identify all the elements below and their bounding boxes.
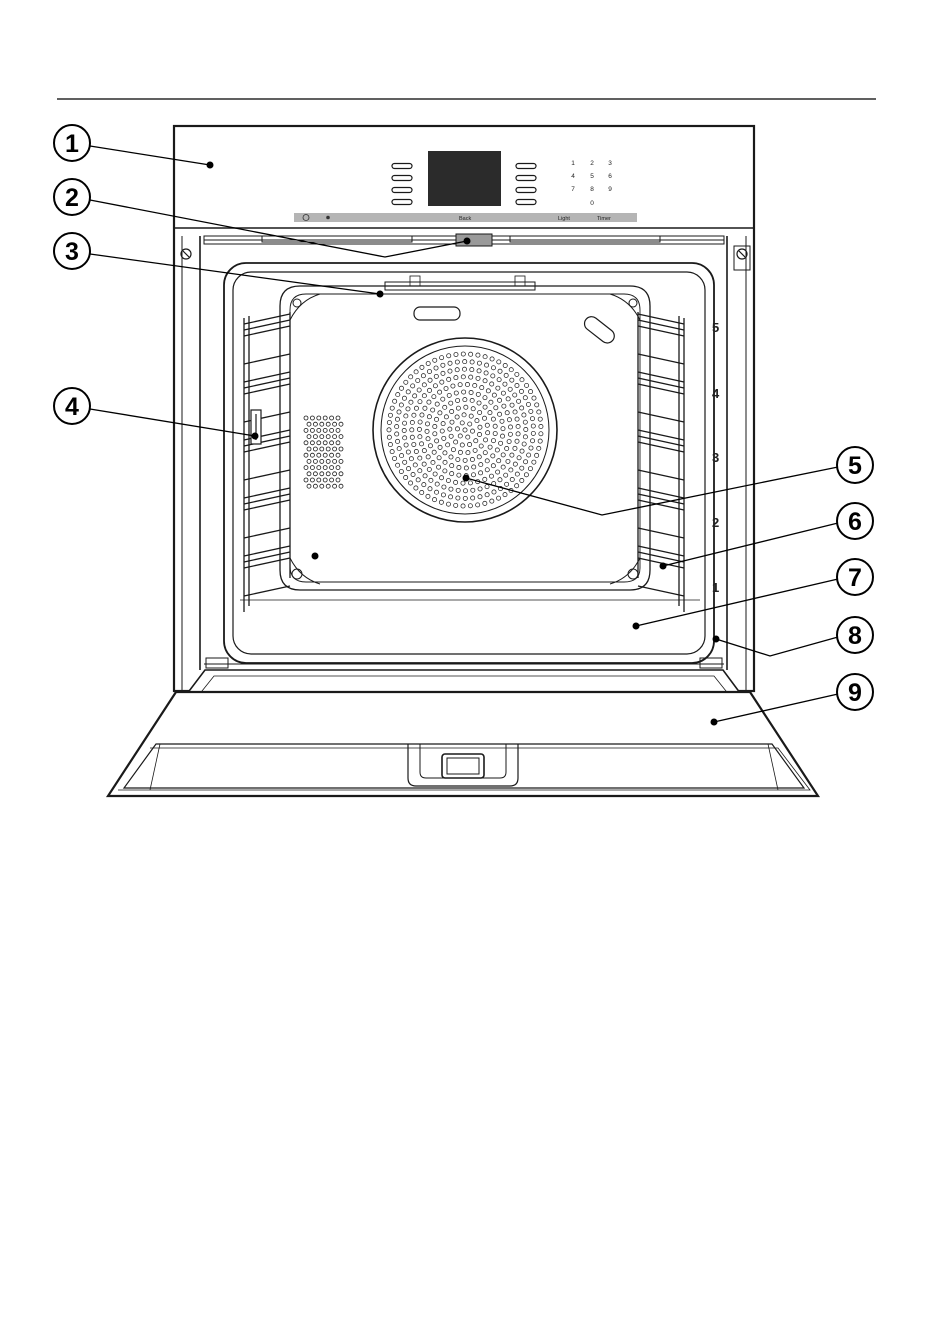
callout-2: 2: [54, 179, 90, 215]
svg-text:6: 6: [848, 508, 862, 536]
callout-1: 1: [54, 125, 90, 161]
keypad-key-7: 7: [571, 186, 575, 193]
keypad-key-6: 6: [608, 173, 612, 180]
svg-text:7: 7: [848, 564, 862, 592]
shelf-level-3: 3: [712, 450, 719, 465]
callout-3: 3: [54, 233, 90, 269]
callout-6: 6: [837, 503, 873, 539]
shelf-level-5: 5: [712, 320, 719, 335]
timer-label: Timer: [597, 216, 611, 222]
svg-text:1: 1: [65, 130, 79, 158]
keypad-key-2: 2: [590, 160, 594, 167]
keypad-key-9: 9: [608, 186, 612, 193]
callout-9: 9: [837, 674, 873, 710]
callout-7: 7: [837, 559, 873, 595]
keypad-key-8: 8: [590, 186, 594, 193]
callout-8: 8: [837, 617, 873, 653]
keypad-key-3: 3: [608, 160, 612, 167]
shelf-level-2: 2: [712, 515, 719, 530]
back-label: Back: [459, 216, 471, 222]
svg-text:5: 5: [848, 452, 862, 480]
keypad-key-4: 4: [571, 173, 575, 180]
keypad-key-1: 1: [571, 160, 575, 167]
keypad-key-5: 5: [590, 173, 594, 180]
shelf-level-1: 1: [712, 580, 719, 595]
light-label: Light: [558, 216, 570, 222]
svg-text:9: 9: [848, 679, 862, 707]
svg-text:2: 2: [65, 184, 79, 212]
svg-text:3: 3: [65, 238, 79, 266]
oven-door: [108, 658, 818, 796]
light-dot-icon: [326, 216, 330, 220]
shelf-level-4: 4: [712, 386, 720, 401]
keypad-key-0: 0: [590, 200, 594, 207]
display-screen: [428, 151, 501, 206]
svg-text:8: 8: [848, 622, 862, 650]
svg-text:4: 4: [65, 393, 79, 421]
callout-5: 5: [837, 447, 873, 483]
callout-4: 4: [54, 388, 90, 424]
